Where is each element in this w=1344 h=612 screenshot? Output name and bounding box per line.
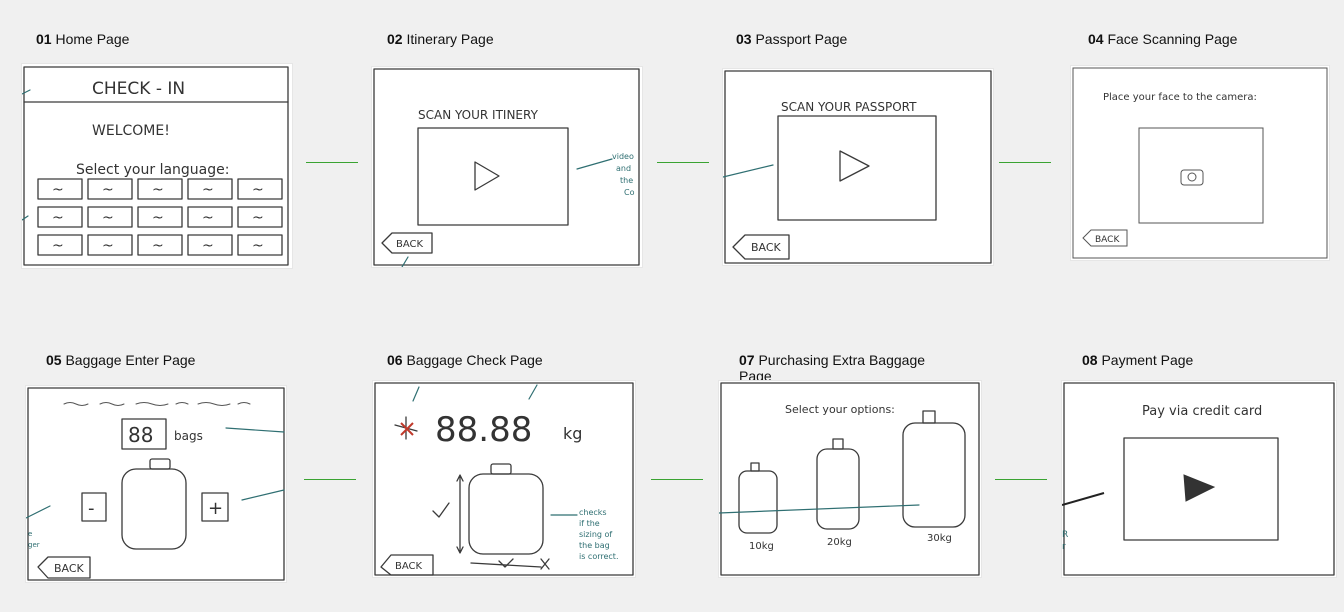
svg-text:20kg: 20kg (827, 537, 852, 548)
page-label-06: 06 Baggage Check Page (387, 352, 543, 368)
sketch-itinerary-page: SCAN YOUR ITINERY BACK video and the Co (372, 67, 642, 267)
svg-text:if the: if the (579, 519, 600, 528)
language-option-button[interactable] (237, 234, 283, 256)
page-label-07: 07 Purchasing Extra Baggage Page (739, 352, 926, 384)
sketch-back-button: BACK (54, 562, 85, 575)
sketch-passport-page: SCAN YOUR PASSPORT BACK (723, 69, 993, 265)
svg-text:is correct.: is correct. (579, 552, 619, 561)
flow-connector (306, 162, 358, 163)
language-option-button[interactable] (87, 178, 133, 200)
language-option-glyph: ~ (202, 182, 214, 198)
sketch-minus-button: - (88, 498, 95, 519)
flow-connector (304, 479, 356, 480)
bag-option-20kg[interactable] (816, 448, 860, 530)
sketch-welcome: WELCOME! (92, 123, 170, 139)
language-option-glyph: ~ (102, 182, 114, 198)
language-option-button[interactable] (187, 234, 233, 256)
language-option-button[interactable] (137, 234, 183, 256)
language-option-glyph: ~ (202, 210, 214, 226)
svg-text:R: R (1062, 530, 1068, 540)
language-option-button[interactable] (187, 206, 233, 228)
flow-connector (995, 479, 1047, 480)
svg-text:Co: Co (624, 188, 635, 197)
sketch-weight-readout: 88.88 (435, 410, 532, 450)
camera-icon (1180, 169, 1204, 186)
language-option-glyph: ~ (52, 238, 64, 254)
sketch-home-page: CHECK - IN WELCOME! Select your language… (22, 64, 292, 268)
sketch-language-prompt: Select your language: (76, 162, 229, 178)
sketch-back-button: BACK (751, 241, 782, 254)
sketch-face-heading: Place your face to the camera: (1103, 92, 1257, 103)
language-option-button[interactable] (87, 206, 133, 228)
language-option-button[interactable] (87, 234, 133, 256)
flow-connector (999, 162, 1051, 163)
sketch-bag-unit: bags (174, 429, 203, 443)
page-label-01: 01 Home Page (36, 31, 130, 47)
svg-text:10kg: 10kg (749, 541, 774, 552)
sketch-header: CHECK - IN (92, 79, 185, 99)
sketch-options-heading: Select your options: (785, 403, 895, 416)
sketch-plus-button: + (208, 498, 223, 519)
sketch-face-scanning-page: Place your face to the camera: BACK (1071, 66, 1329, 260)
page-label-08: 08 Payment Page (1082, 352, 1194, 368)
svg-text:30kg: 30kg (927, 533, 952, 544)
svg-text:and: and (616, 164, 631, 173)
sketch-extra-baggage-page: Select your options: 10kg 20kg 30kg (719, 381, 981, 577)
suitcase-icon (468, 473, 544, 555)
language-option-glyph: ~ (102, 210, 114, 226)
sketch-back-button: BACK (395, 561, 423, 572)
language-option-button[interactable] (137, 206, 183, 228)
svg-text:video: video (612, 152, 634, 161)
card-scan-area (1123, 437, 1279, 541)
page-label-03: 03 Passport Page (736, 31, 848, 47)
svg-text:ger: ger (28, 541, 40, 549)
sketch-passport-heading: SCAN YOUR PASSPORT (781, 100, 917, 114)
sketch-back-button: BACK (396, 239, 424, 250)
sketch-itinerary-heading: SCAN YOUR ITINERY (418, 108, 539, 122)
svg-text:the: the (620, 176, 633, 185)
svg-text:e: e (28, 530, 32, 538)
sketch-weight-unit: kg (563, 424, 582, 443)
sketch-baggage-check-page: 88.88 kg BACK checks if the sizing of th… (373, 381, 635, 577)
sketch-payment-page: Pay via credit card R r (1062, 381, 1336, 577)
svg-text:sizing of: sizing of (579, 530, 612, 539)
sketch-baggage-enter-page: 88 bags - + BACK e ger (26, 386, 286, 582)
suitcase-icon (121, 468, 187, 550)
page-label-05: 05 Baggage Enter Page (46, 352, 196, 368)
sketch-payment-heading: Pay via credit card (1142, 404, 1262, 419)
language-option-glyph: ~ (152, 182, 164, 198)
language-option-glyph: ~ (252, 210, 264, 226)
language-option-button[interactable] (187, 178, 233, 200)
language-option-glyph: ~ (152, 210, 164, 226)
language-option-button[interactable] (37, 206, 83, 228)
flow-connector (651, 479, 703, 480)
page-label-02: 02 Itinerary Page (387, 31, 494, 47)
language-option-button[interactable] (237, 206, 283, 228)
language-option-glyph: ~ (52, 210, 64, 226)
bag-option-10kg[interactable] (738, 470, 778, 534)
language-option-glyph: ~ (152, 238, 164, 254)
language-option-button[interactable] (237, 178, 283, 200)
language-option-glyph: ~ (102, 238, 114, 254)
bag-option-30kg[interactable] (902, 422, 966, 528)
language-option-glyph: ~ (252, 182, 264, 198)
svg-text:the bag: the bag (579, 541, 610, 550)
language-option-button[interactable] (137, 178, 183, 200)
language-option-button[interactable] (37, 178, 83, 200)
language-option-glyph: ~ (202, 238, 214, 254)
language-option-glyph: ~ (252, 238, 264, 254)
sketch-bag-count: 88 (128, 423, 153, 447)
svg-text:r: r (1062, 542, 1066, 552)
svg-text:checks: checks (579, 508, 607, 517)
language-option-button[interactable] (37, 234, 83, 256)
flow-connector (657, 162, 709, 163)
page-label-04: 04 Face Scanning Page (1088, 31, 1238, 47)
language-option-glyph: ~ (52, 182, 64, 198)
sketch-back-button: BACK (1095, 235, 1120, 245)
